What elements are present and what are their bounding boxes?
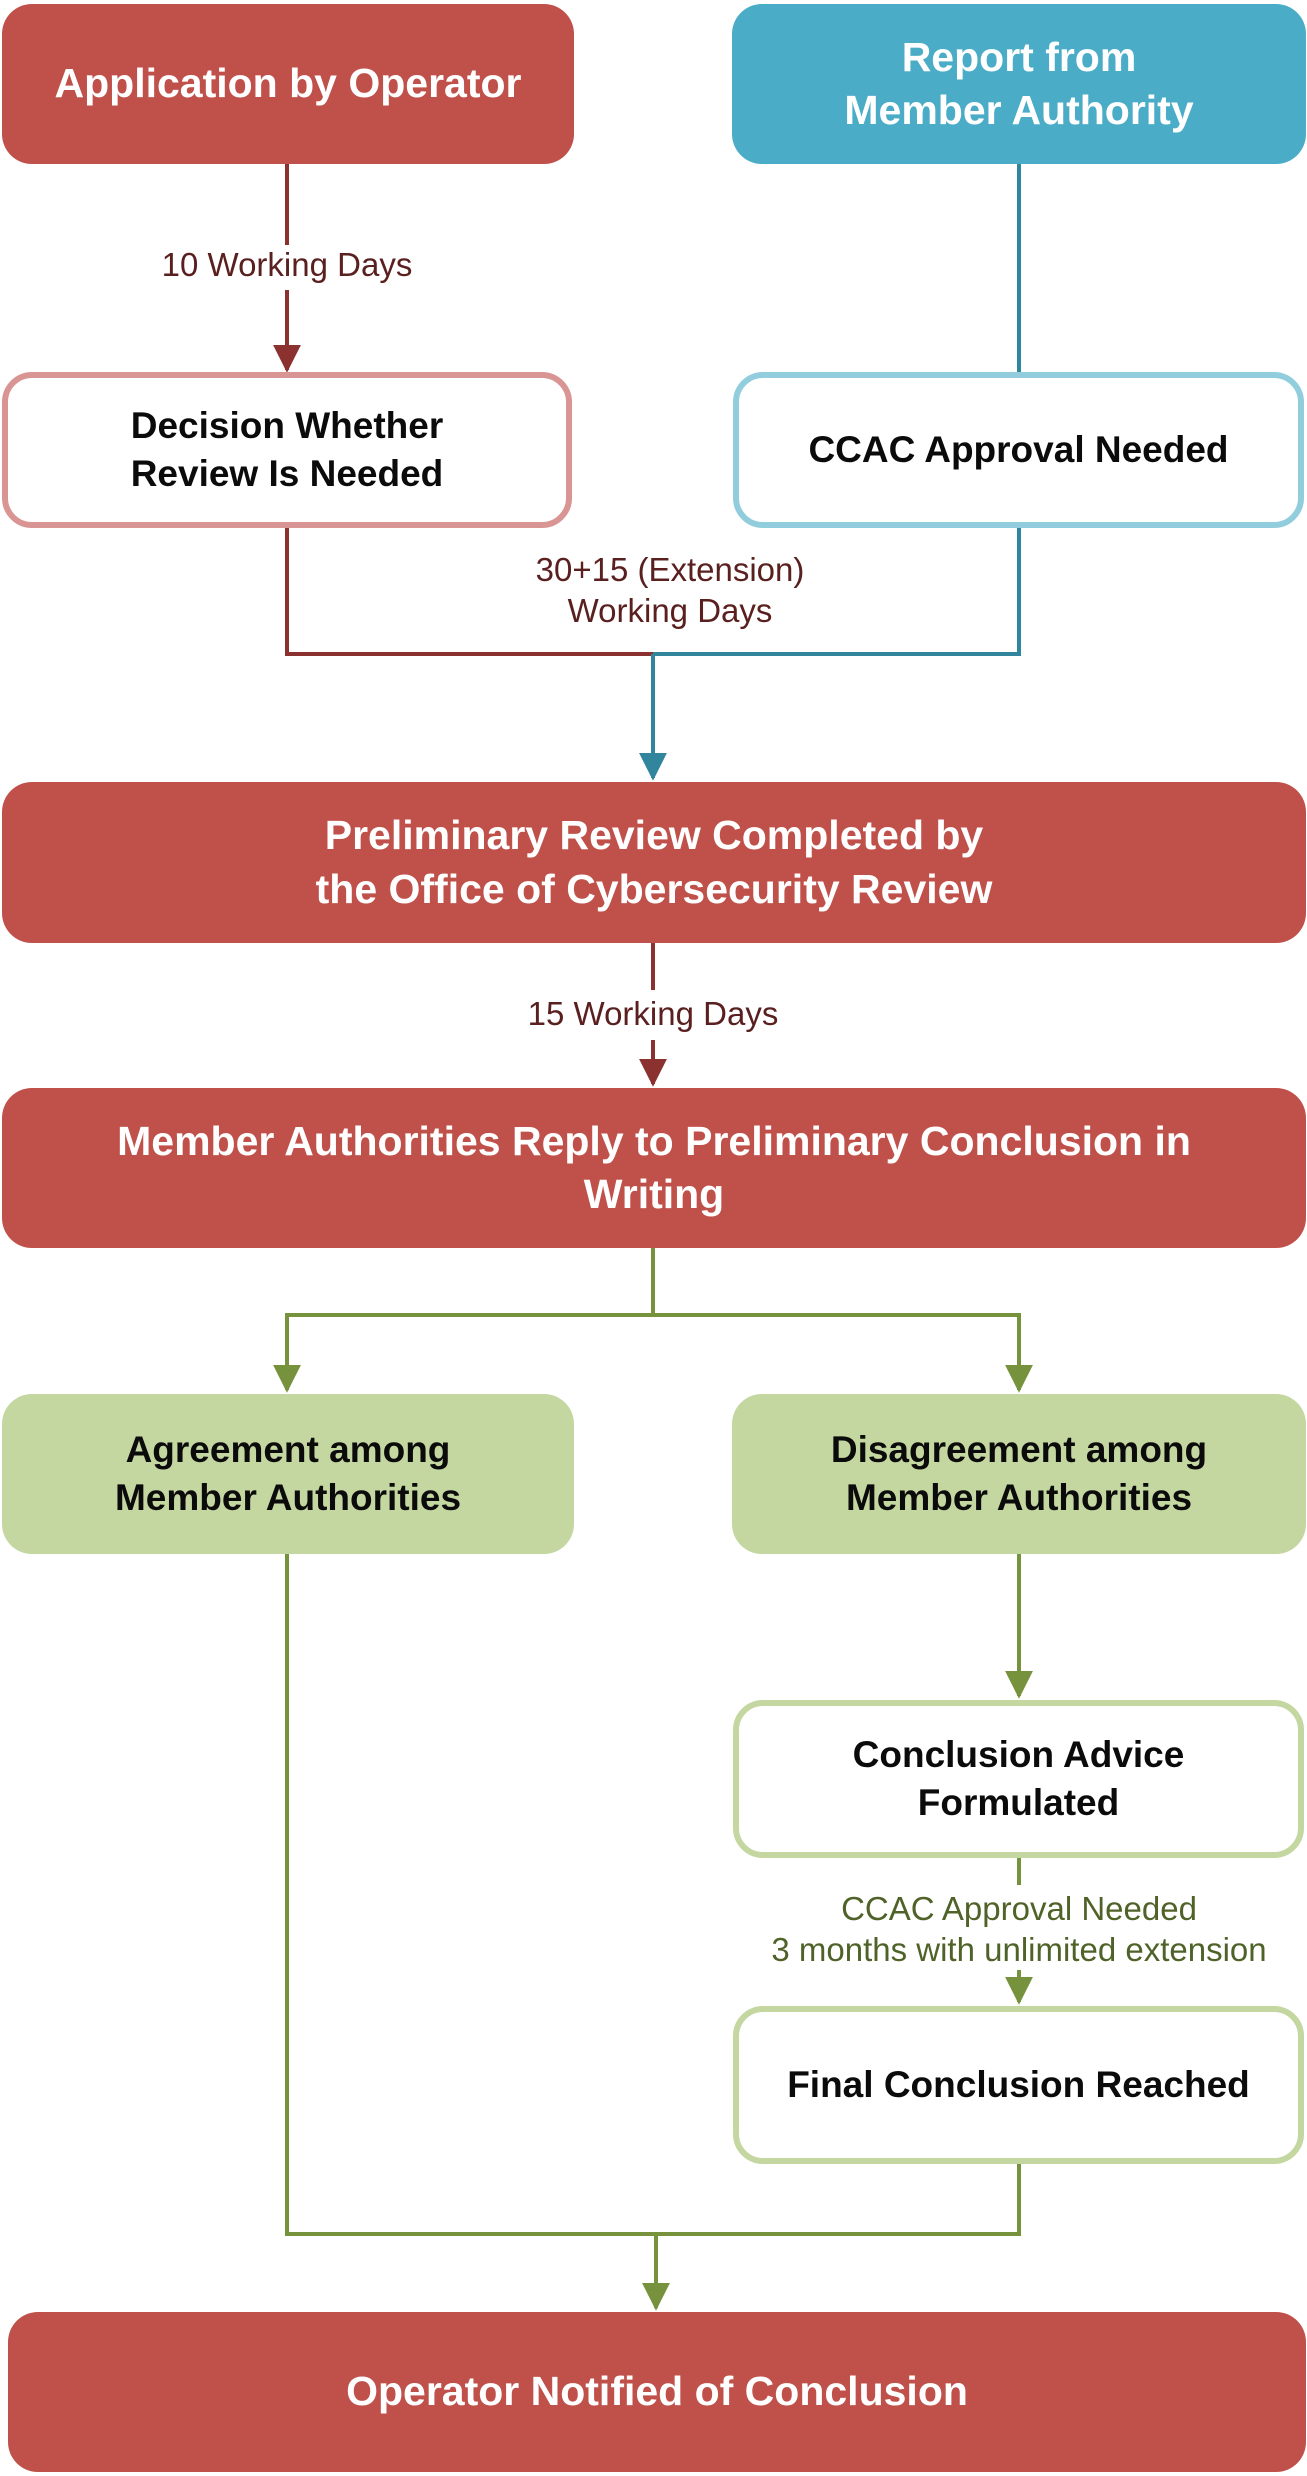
report-node-label-line1: Report from — [901, 33, 1137, 80]
edge-ccac-merge — [653, 528, 1021, 656]
operator-notified-node: Operator Notified of Conclusion — [8, 2312, 1306, 2472]
conclusion-advice-node-label-line2: Formulated — [917, 1782, 1120, 1823]
report-node-label-line2: Member Authority — [844, 87, 1194, 133]
conclusion-advice-node-label-line1: Conclusion Advice — [852, 1733, 1185, 1775]
edge-split-agreement — [273, 1313, 653, 1393]
edge-label-thirty-days: 30+15 (Extension) Working Days — [470, 549, 870, 632]
edge-final-merge — [656, 2164, 1021, 2236]
report-node: Report from Member Authority — [732, 4, 1306, 164]
ccac-approval-node: CCAC Approval Needed — [733, 372, 1304, 528]
application-node-label: Application by Operator — [54, 60, 522, 107]
application-node: Application by Operator — [2, 4, 574, 164]
decision-node-label-line2: Review Is Needed — [130, 453, 444, 494]
agreement-node-label-line2: Member Authorities — [114, 1477, 462, 1518]
edge-label-ten-days: 10 Working Days — [87, 244, 487, 285]
disagreement-node-label-line2: Member Authorities — [845, 1477, 1193, 1518]
member-reply-node-label-line2: Writing — [583, 1171, 725, 1217]
decision-node-label-line1: Decision Whether — [130, 404, 444, 446]
edge-label-ccac-months-line1: CCAC Approval Needed — [841, 1890, 1197, 1927]
edge-agreement-merge — [285, 1554, 656, 2236]
preliminary-review-node: Preliminary Review Completed by the Offi… — [2, 782, 1306, 943]
member-reply-node: Member Authorities Reply to Preliminary … — [2, 1088, 1306, 1248]
edge-label-fifteen-days-text: 15 Working Days — [527, 995, 779, 1032]
conclusion-advice-node: Conclusion Advice Formulated — [733, 1700, 1304, 1858]
edge-split-disagreement — [653, 1313, 1033, 1393]
ccac-approval-node-label: CCAC Approval Needed — [808, 428, 1229, 470]
decision-node: Decision Whether Review Is Needed — [2, 372, 572, 528]
edge-label-ccac-months-line2: 3 months with unlimited extension — [771, 1931, 1267, 1969]
edge-label-thirty-days-line1: 30+15 (Extension) — [535, 551, 805, 588]
operator-notified-node-label: Operator Notified of Conclusion — [346, 2368, 968, 2415]
edge-label-ccac-months: CCAC Approval Needed 3 months with unlim… — [737, 1888, 1301, 1971]
agreement-node-label-line1: Agreement among — [125, 1428, 451, 1470]
edge-label-fifteen-days: 15 Working Days — [453, 993, 853, 1034]
disagreement-node-label-line1: Disagreement among — [830, 1428, 1208, 1470]
preliminary-review-node-label-line1: Preliminary Review Completed by — [324, 812, 984, 859]
agreement-node: Agreement among Member Authorities — [2, 1394, 574, 1554]
edge-label-thirty-days-line2: Working Days — [567, 592, 773, 630]
disagreement-node: Disagreement among Member Authorities — [732, 1394, 1306, 1554]
final-conclusion-node-label: Final Conclusion Reached — [787, 2063, 1250, 2105]
member-reply-node-label-line1: Member Authorities Reply to Preliminary … — [117, 1117, 1191, 1164]
edge-decision-merge — [285, 528, 653, 656]
edge-label-ten-days-text: 10 Working Days — [161, 246, 413, 283]
preliminary-review-node-label-line2: the Office of Cybersecurity Review — [315, 865, 993, 912]
final-conclusion-node: Final Conclusion Reached — [733, 2006, 1304, 2164]
